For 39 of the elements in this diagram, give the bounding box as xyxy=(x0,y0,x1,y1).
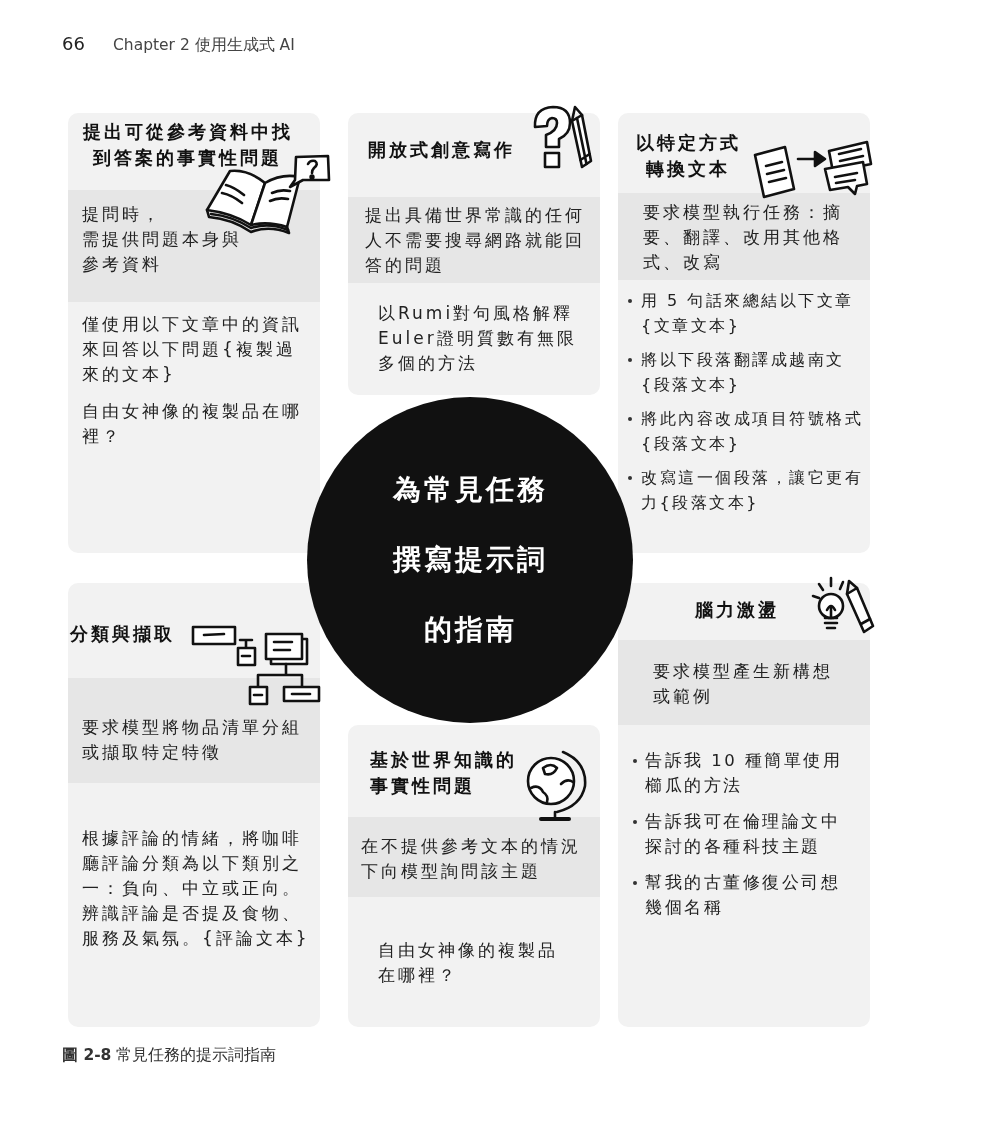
card xyxy=(68,113,320,553)
example-prompt: 僅使用以下文章中的資訊來回答以下問題{複製過來的文本} xyxy=(82,313,303,386)
example-prompt: 將此內容改成項目符號格式{段落文本} xyxy=(641,408,864,455)
figure-caption: 圖 2-8 常見任務的提示詞指南 xyxy=(62,1045,277,1066)
card xyxy=(348,725,600,1027)
example-prompt: 幫我的古董修復公司想幾個名稱 xyxy=(645,872,841,919)
running-head: Chapter 2 使用生成式 AI xyxy=(113,35,295,56)
heading: 分類與擷取 xyxy=(70,622,176,646)
band xyxy=(68,678,320,783)
card xyxy=(68,583,320,1027)
example-prompt: 用 5 句話來總結以下文章{文章文本} xyxy=(641,290,855,337)
band xyxy=(348,817,600,897)
example-prompt: 根據評論的情緒，將咖啡廳評論分類為以下類別之一：負向、中立或正向。辨識評論是否提及食物、服務及氣氛。{評論文本} xyxy=(82,827,311,950)
example-prompt: 告訴我 10 種簡單使用櫛瓜的方法 xyxy=(645,750,844,797)
description: 提出具備世界常識的任何人不需要搜尋網路就能回答的問題 xyxy=(365,204,586,277)
card xyxy=(618,113,870,553)
description: 要求模型產生新構想或範例 xyxy=(653,660,834,708)
description: 在不提供參考文本的情況下向模型詢問該主題 xyxy=(361,835,582,883)
heading: 腦力激盪 xyxy=(695,598,780,622)
band xyxy=(618,640,870,725)
card xyxy=(618,583,870,1027)
example-prompt: 將以下段落翻譯成越南文{段落文本} xyxy=(641,349,846,396)
description: 要求模型執行任務：摘要、翻譯、改用其他格式、改寫 xyxy=(643,201,844,274)
example-prompt: 以Rumi對句風格解釋Euler證明質數有無限多個的方法 xyxy=(378,302,578,375)
heading: 以特定方式轉換文本 xyxy=(634,131,742,181)
page-number: 66 xyxy=(62,33,85,54)
example-prompt: 改寫這一個段落，讓它更有力{段落文本} xyxy=(641,467,864,514)
example-prompt: 告訴我可在倫理論文中探討的各種科技主題 xyxy=(645,811,841,858)
heading: 開放式創意寫作 xyxy=(368,138,516,162)
card xyxy=(348,113,600,395)
circle-label: 為常見任務撰寫提示詞的指南 xyxy=(391,472,549,648)
description: 要求模型將物品清單分組或擷取特定特徵 xyxy=(82,716,303,764)
example-prompt: 自由女神像的複製品在哪裡？ xyxy=(82,400,303,448)
band xyxy=(348,197,600,283)
band xyxy=(618,193,870,280)
heading: 提出可從參考資料中找到答案的事實性問題 xyxy=(81,120,294,170)
example-prompt: 自由女神像的複製品在哪裡？ xyxy=(378,939,559,987)
heading: 基於世界知識的事實性問題 xyxy=(370,748,518,798)
description: 提問時，需提供問題本身與參考資料 xyxy=(82,203,243,276)
